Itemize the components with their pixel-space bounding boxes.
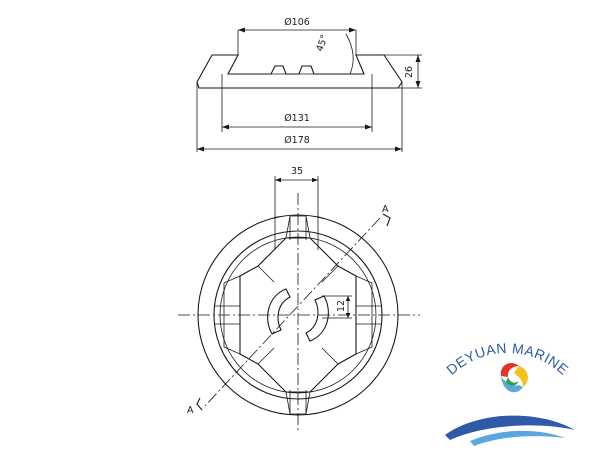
side-view-outline [196,54,403,89]
dim-12-label: 12 [336,300,347,312]
dim-angle-label: 45° [314,33,330,53]
brand-emblem [500,362,528,393]
top-view: A A 35 12 [178,166,420,430]
section-line-aa [204,217,381,407]
drain-slot-right [305,295,329,342]
wave-small [470,430,565,446]
drain-slot-left [267,288,291,335]
dim-106-label: Ø106 [284,17,310,28]
side-view: Ø106 45° 26 Ø131 Ø178 [196,17,422,152]
base-circle [219,236,377,394]
dim-131-label: Ø131 [284,113,310,124]
inner-rim [213,230,383,400]
section-label-a-top: A [382,204,389,215]
dim-26-label: 26 [404,66,415,78]
dim-178-label: Ø178 [284,135,310,146]
outer-rim [197,214,399,416]
dim-35-label: 35 [291,166,303,177]
section-label-a-bottom: A [187,405,194,416]
deyuan-marine-logo: DEYUAN MARINE [443,340,575,446]
wave-large [445,415,575,440]
